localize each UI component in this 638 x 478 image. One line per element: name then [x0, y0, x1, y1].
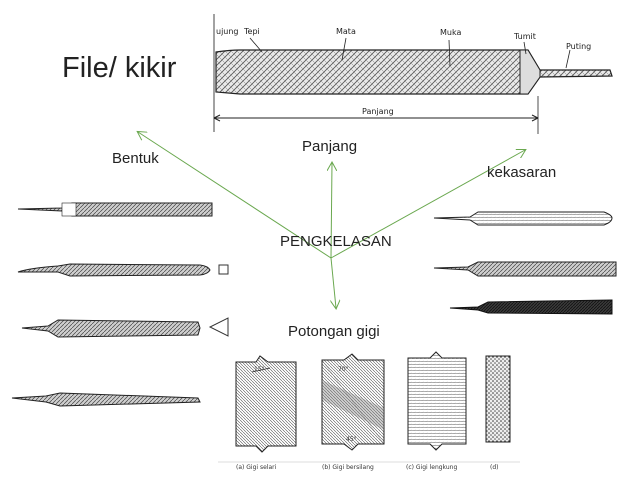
- angle-label-b-bottom: 45°: [346, 436, 357, 443]
- file-anatomy-diagram: [213, 14, 613, 134]
- bastard-file: [433, 261, 617, 277]
- square-section-icon: [218, 264, 229, 275]
- teeth-cut-panels: [218, 351, 520, 463]
- teeth-panel-c: [407, 351, 467, 451]
- round-file: [11, 392, 201, 407]
- angle-label-a: 15°: [254, 366, 265, 373]
- anatomy-label-ujung: ujung: [216, 27, 239, 36]
- classification-arrows: [138, 132, 525, 308]
- teeth-caption-d: (d): [490, 464, 499, 471]
- branch-label-bentuk: Bentuk: [112, 150, 159, 167]
- branch-label-panjang: Panjang: [302, 138, 358, 155]
- teeth-caption-b: (b) Gigi bersilang: [322, 464, 374, 471]
- page-title: File/ kikir: [62, 52, 177, 84]
- anatomy-label-puting: Puting: [566, 42, 592, 51]
- file-heel: [519, 49, 541, 95]
- teeth-caption-a: (a) Gigi selari: [236, 464, 277, 471]
- coarseness-files: [433, 211, 617, 315]
- triangular-file: [21, 317, 229, 338]
- smooth-file: [433, 211, 613, 226]
- teeth-caption-c: (c) Gigi lengkung: [406, 464, 458, 471]
- arrow-to-bentuk: [138, 132, 332, 259]
- angle-label-b-top: 70°: [338, 366, 349, 373]
- teeth-panel-b: [321, 353, 385, 451]
- teeth-panel-d: [485, 355, 511, 443]
- anatomy-label-tepi: Tepi: [244, 27, 260, 36]
- triangle-section-icon: [208, 317, 229, 337]
- branch-label-potongan-gigi: Potongan gigi: [288, 323, 380, 340]
- flat-file: [17, 202, 213, 217]
- anatomy-label-tumit: Tumit: [514, 32, 536, 41]
- half-round-file: [17, 263, 229, 277]
- arrow-to-kekasaran: [330, 150, 525, 259]
- file-body: [215, 49, 613, 95]
- file-shapes: [11, 202, 229, 407]
- branch-label-kekasaran: kekasaran: [487, 164, 557, 181]
- arrow-to-panjang: [331, 163, 332, 259]
- arrow-to-potongan-gigi: [331, 257, 336, 308]
- anatomy-label-mata: Mata: [336, 27, 356, 36]
- anatomy-label-muka: Muka: [440, 28, 462, 37]
- rough-file: [449, 299, 613, 315]
- center-label-pengkelasan: PENGKELASAN: [280, 233, 392, 250]
- teeth-panel-a: [235, 355, 297, 453]
- anatomy-label-panjang: Panjang: [360, 107, 396, 116]
